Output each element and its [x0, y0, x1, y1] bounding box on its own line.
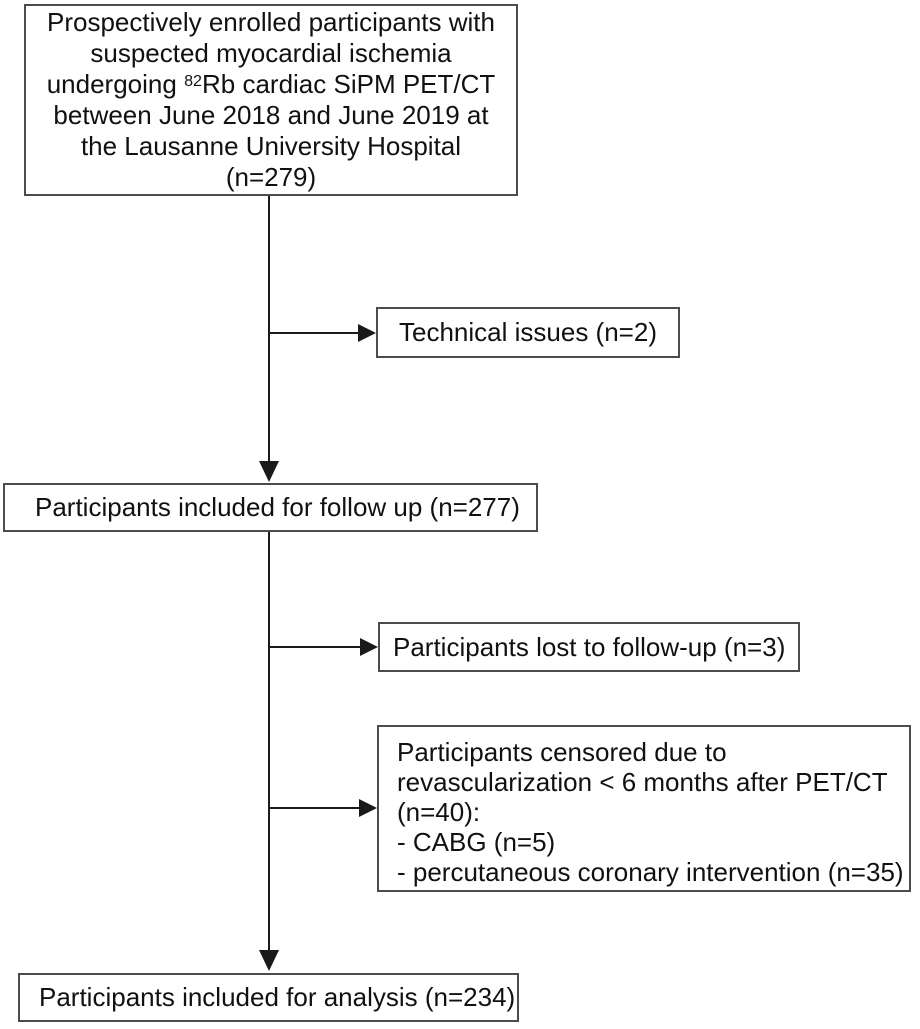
censored-line-3: (n=40):: [397, 797, 481, 827]
follow-up-text: Participants included for follow up (n=2…: [35, 492, 520, 522]
analysis-box: Participants included for analysis (n=23…: [18, 973, 519, 1022]
censored-box: Participants censored due to revasculari…: [377, 725, 911, 892]
enrollment-line-4: between June 2018 and June 2019 at: [53, 100, 489, 130]
enrollment-line-2: suspected myocardial ischemia: [90, 38, 452, 68]
technical-issues-text: Technical issues (n=2): [399, 317, 657, 347]
follow-up-box: Participants included for follow up (n=2…: [3, 483, 538, 532]
technical-issues-box: Technical issues (n=2): [376, 307, 680, 358]
censored-line-4: - CABG (n=5): [397, 827, 556, 857]
isotope-superscript: 82: [184, 71, 202, 90]
arrowhead-down-icon: [259, 950, 279, 971]
enrollment-line-3-post: Rb cardiac SiPM PET/CT: [201, 69, 496, 99]
lost-follow-up-box: Participants lost to follow-up (n=3): [378, 622, 800, 672]
arrowhead-right-icon: [359, 799, 377, 817]
connector-branch-lost-followup: [269, 646, 360, 648]
connector-followup-to-analysis: [268, 532, 270, 952]
enrollment-line-3-pre: undergoing: [46, 69, 185, 99]
enrollment-box: Prospectively enrolled participants with…: [24, 4, 518, 196]
enrollment-line-5: the Lausanne University Hospital: [80, 131, 462, 161]
enrollment-line-3: undergoing 82Rb cardiac SiPM PET/CT: [47, 69, 496, 100]
connector-enrollment-to-followup: [268, 196, 270, 463]
analysis-text: Participants included for analysis (n=23…: [39, 982, 516, 1012]
arrowhead-right-icon: [358, 324, 376, 342]
censored-line-2: revascularization < 6 months after PET/C…: [397, 767, 888, 797]
censored-line-5: - percutaneous coronary intervention (n=…: [397, 857, 904, 887]
enrollment-line-1: Prospectively enrolled participants with: [47, 7, 495, 37]
censored-line-1: Participants censored due to: [397, 737, 727, 767]
connector-branch-technical-issues: [269, 332, 359, 334]
connector-branch-censored: [269, 807, 359, 809]
lost-follow-up-text: Participants lost to follow-up (n=3): [393, 631, 786, 662]
arrowhead-right-icon: [360, 638, 378, 656]
arrowhead-down-icon: [259, 461, 279, 482]
enrollment-line-6: (n=279): [225, 162, 317, 192]
